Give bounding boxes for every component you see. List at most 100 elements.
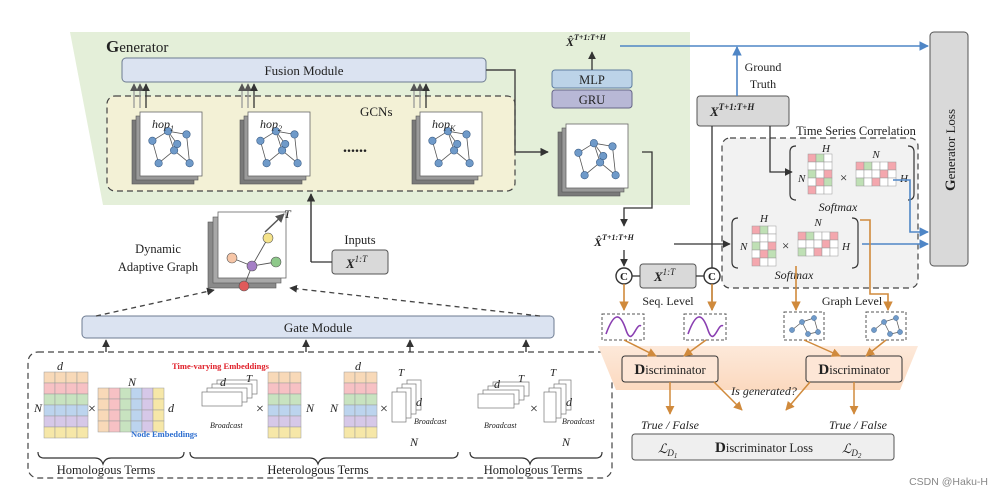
broadcast-label: Broadcast <box>210 421 243 430</box>
graph-node <box>270 256 282 268</box>
node-embedding-matrix-het2 <box>343 371 378 439</box>
gru-label: GRU <box>579 93 605 107</box>
graph-edge <box>294 134 298 164</box>
times-symbol: × <box>840 170 847 185</box>
hop-label-1: hop1 <box>152 117 174 133</box>
generator-output-down-connector <box>620 151 653 227</box>
times-symbol: × <box>530 402 538 417</box>
dim-n-label: N <box>739 241 748 253</box>
graph-node <box>596 158 605 167</box>
dynamic-label-line1: Dynamic <box>135 242 181 256</box>
seq-thumb-right-to-disc <box>683 339 707 357</box>
loss-d1: ℒD1 <box>658 441 677 460</box>
dim-t-label: T <box>246 373 253 385</box>
graph-node <box>173 139 182 149</box>
dynamic-label-line2: Adaptive Graph <box>118 260 199 274</box>
gate-module-box <box>81 315 555 339</box>
brace-heterologous <box>189 451 459 466</box>
is-generated-label: Is generated? <box>730 384 797 398</box>
graph-node <box>599 151 608 161</box>
heterologous-label: Heterologous Terms <box>267 463 368 477</box>
node-embeddings-label: Node Embeddings <box>131 429 198 439</box>
homologous-right-label: Homologous Terms <box>484 463 583 477</box>
graph-node <box>278 146 287 155</box>
graph-node <box>170 146 179 155</box>
graph-thumb-real <box>865 311 907 341</box>
graph-thumb-generated <box>783 311 825 341</box>
times-symbol: × <box>782 238 789 253</box>
dim-d-label: d <box>494 377 501 391</box>
bracket <box>907 145 915 201</box>
dim-n-label: N <box>813 217 822 229</box>
tsc-bottom-matrix-b <box>797 231 839 257</box>
seq-thumb-real <box>683 313 727 341</box>
graph-node <box>148 136 157 145</box>
homologous-left-label: Homologous Terms <box>57 463 156 477</box>
graph-node <box>443 127 452 136</box>
dim-n-label: N <box>33 401 43 415</box>
dim-d-label: d <box>220 375 227 389</box>
graph-node <box>453 139 462 149</box>
dim-t-label: T <box>518 373 525 385</box>
graph-node <box>450 146 459 155</box>
output-graph-card <box>557 123 629 197</box>
generator-loss-box <box>929 31 969 267</box>
time-embedding-slab-right <box>391 379 422 423</box>
tsc-top-matrix-b <box>855 161 897 187</box>
graph-node <box>290 130 299 139</box>
graph-node <box>256 136 265 145</box>
discriminator-left-label: Discriminator <box>634 362 706 378</box>
hop-arrows <box>130 83 430 108</box>
graph-node <box>271 127 280 136</box>
hop-card-3 <box>411 111 483 185</box>
graph-edge <box>186 134 190 164</box>
hop-card-1 <box>131 111 203 185</box>
dim-t-label: T <box>398 367 405 379</box>
fusion-to-output-connector <box>486 69 549 157</box>
output-graph-stack <box>557 123 629 197</box>
graph-node <box>434 159 443 168</box>
gate-to-graph-dashed-right <box>289 284 541 317</box>
graph-node <box>589 139 598 148</box>
tsc-to-loss-top <box>893 179 929 237</box>
graph-node <box>462 130 471 139</box>
times-symbol: × <box>380 402 388 417</box>
node-embedding-matrix <box>43 371 89 439</box>
graph-edge <box>466 134 470 164</box>
true-false-right: True / False <box>829 418 888 432</box>
disc-left-diag <box>713 381 743 411</box>
bracket <box>851 217 859 269</box>
graph-node <box>182 130 191 139</box>
tsc-title: Time Series Correlation <box>796 124 916 138</box>
graph-node <box>428 136 437 145</box>
fusion-module-label: Fusion Module <box>264 63 343 78</box>
terms-to-gate-arrows <box>102 339 530 352</box>
hop-card-2 <box>239 111 311 185</box>
graph-node <box>238 280 250 292</box>
gcns-ellipsis: ...... <box>343 139 367 156</box>
dim-d-label: d <box>566 395 573 409</box>
gate-to-graph-dashed-left <box>95 287 215 317</box>
discriminator-loss-label: Discriminator Loss <box>715 440 813 456</box>
terms-container <box>27 351 613 479</box>
dim-d-label: d <box>57 359 64 373</box>
broadcast-label: Broadcast <box>414 417 447 426</box>
dim-n-label: N <box>127 375 137 389</box>
ground-truth-var: XT+1:T+H <box>709 102 755 119</box>
watermark: CSDN @Haku-H <box>909 476 988 488</box>
times-symbol: × <box>256 402 264 417</box>
time-varying-embeddings-label: Time-varying Embeddings <box>172 361 270 371</box>
dim-n-label: N <box>797 173 806 185</box>
dim-h-label: H <box>841 241 851 253</box>
inputs-var: X1:T <box>345 254 368 271</box>
tsc-graph-right-down <box>860 219 893 311</box>
time-arrow-label: T <box>284 207 292 221</box>
prediction-var: X̂T+1:T+H <box>593 233 635 249</box>
graph-node <box>226 252 238 264</box>
dim-h-label: H <box>759 213 769 225</box>
